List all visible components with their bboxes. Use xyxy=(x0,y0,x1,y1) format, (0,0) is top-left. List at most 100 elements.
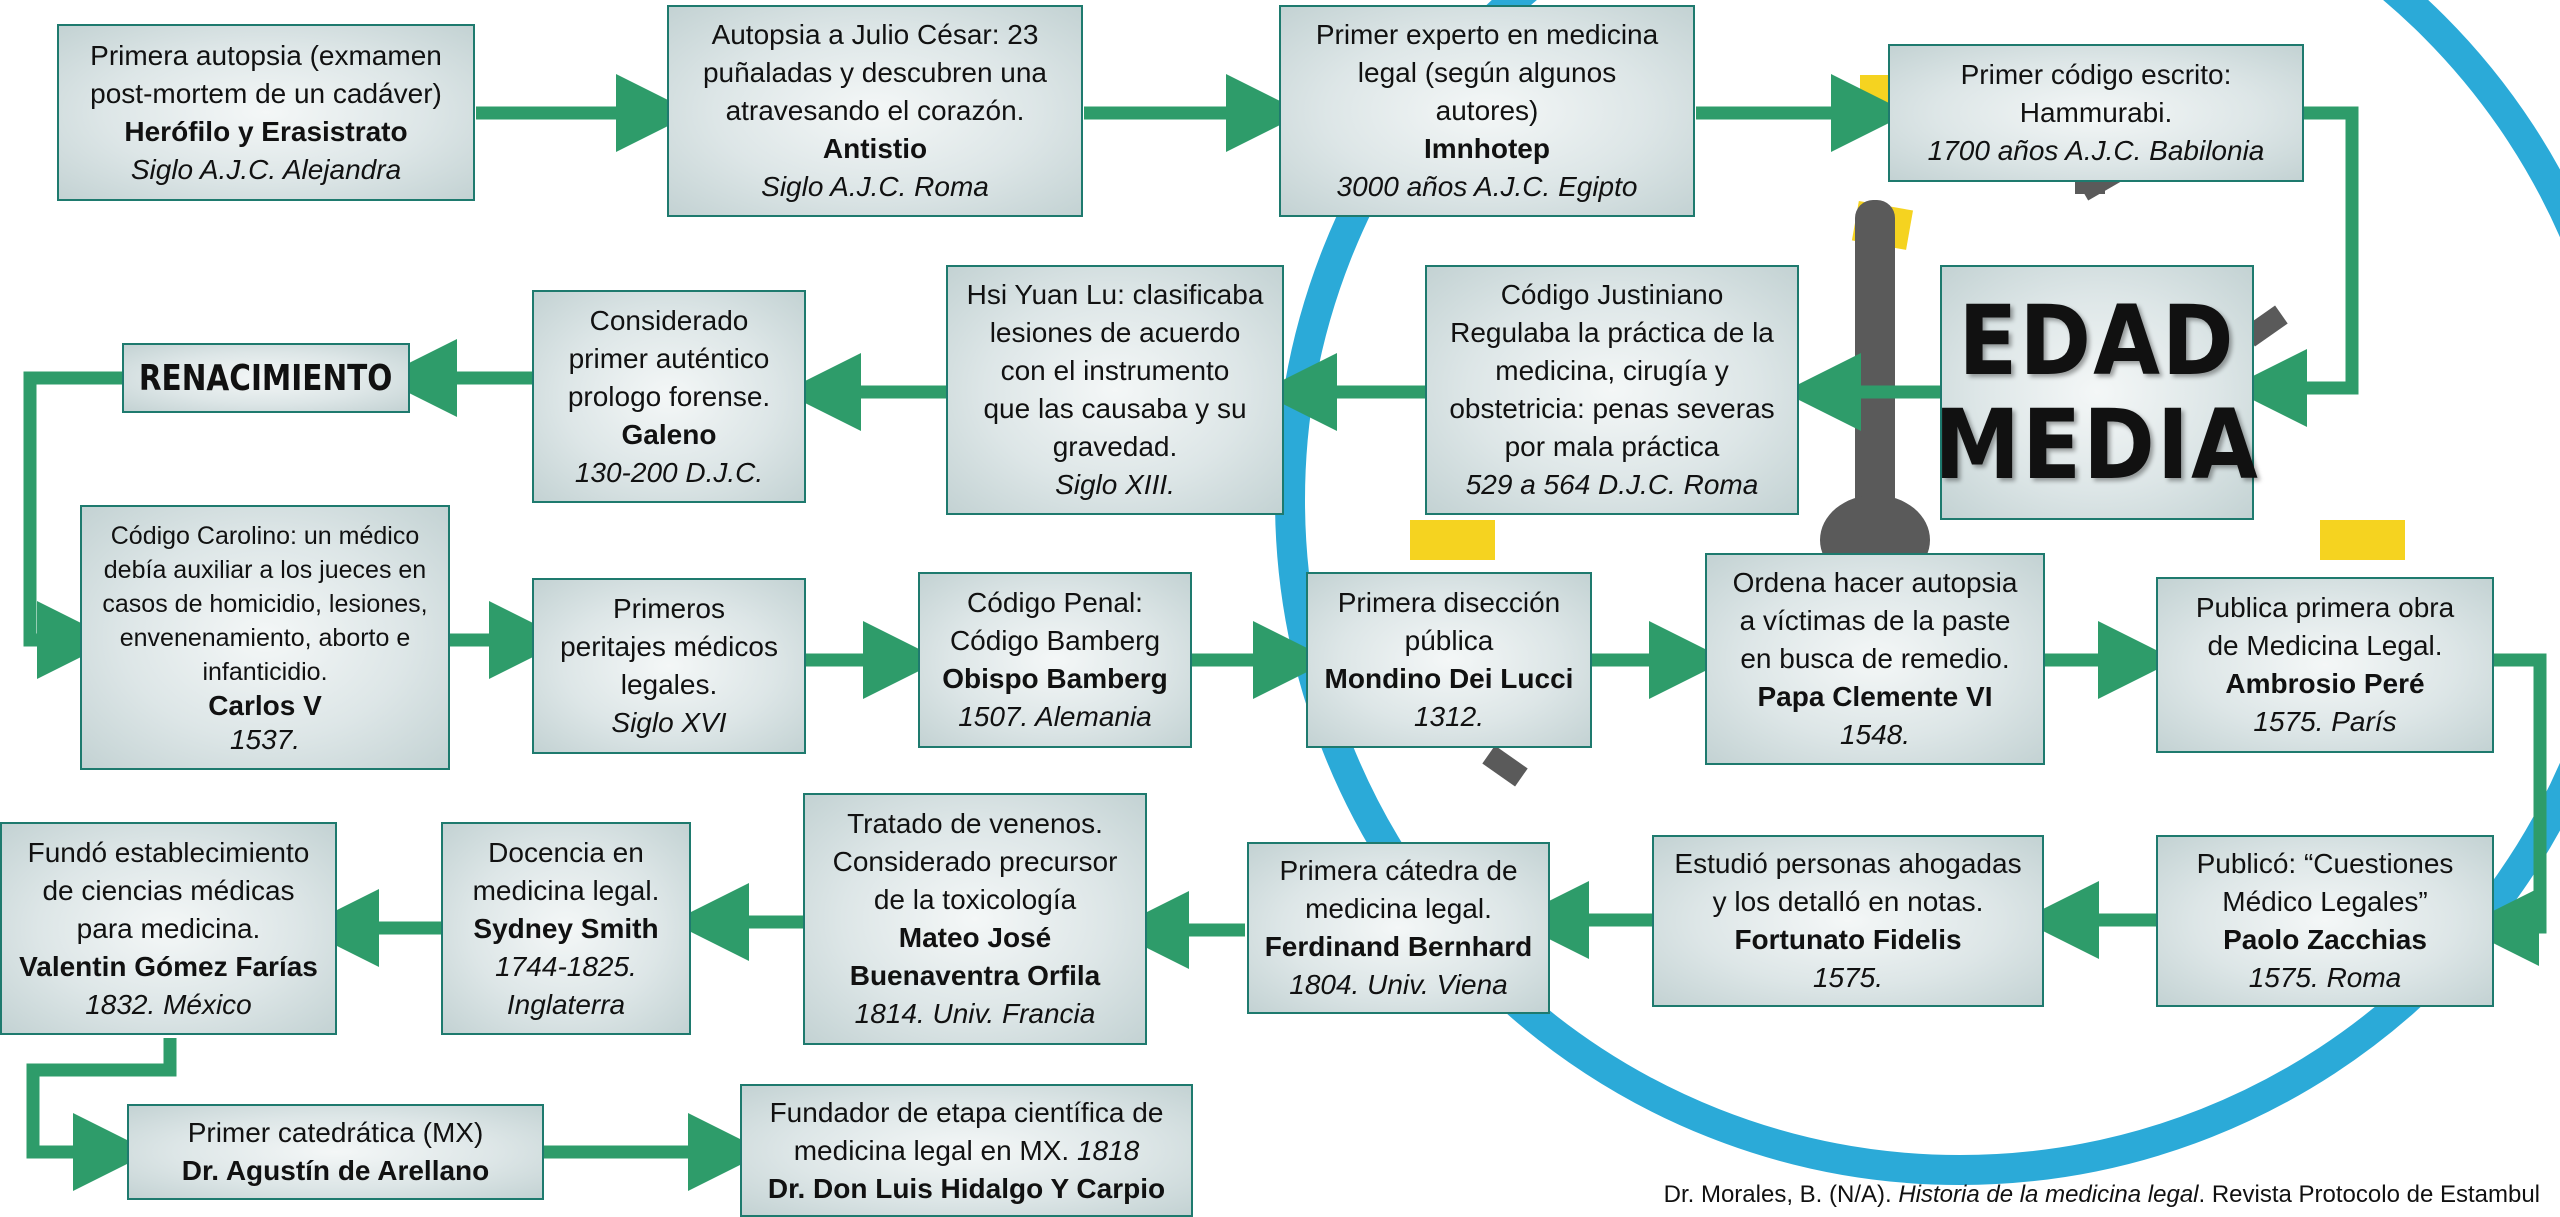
event-text: prologo forense. xyxy=(567,380,771,412)
event-text: Hammurabi. xyxy=(2019,97,2173,128)
event-date: 1507. Alemania xyxy=(958,701,1152,732)
event-text-line2: medicina legal en MX. 1818 xyxy=(794,1132,1140,1170)
citation-title: Historia de la medicina legal xyxy=(1898,1181,2199,1208)
event-text: a víctimas de la paste xyxy=(1739,605,2011,636)
event-text: infanticidio. xyxy=(202,657,328,686)
event-box-arellano: Primer catedrática (MX) Dr. Agustín de A… xyxy=(127,1104,544,1200)
event-text: medicina legal en MX. xyxy=(793,1134,1070,1166)
event-text: para medicina. xyxy=(76,912,261,944)
event-date: 1832. México xyxy=(85,988,252,1020)
event-text: en busca de remedio. xyxy=(1740,643,2010,674)
clock-circle xyxy=(1275,0,2560,1185)
event-name: Imnhotep xyxy=(1424,133,1550,164)
event-text: medicina legal. xyxy=(472,874,660,906)
event-date: 1575. París xyxy=(2253,706,2397,737)
event-box-justiniano: Código Justiniano Regulaba la práctica d… xyxy=(1425,265,1799,515)
event-date: 529 a 564 D.J.C. Roma xyxy=(1465,469,1759,500)
event-text: Primera disección xyxy=(1337,587,1561,618)
event-name: Mondino Dei Lucci xyxy=(1324,663,1574,694)
event-box-carlos: Código Carolino: un médico debía auxilia… xyxy=(80,505,450,770)
clock-marker xyxy=(1410,520,1495,560)
clock-tick xyxy=(2075,180,2105,194)
event-text: lesiones de acuerdo xyxy=(989,317,1241,348)
event-name: Dr. Don Luis Hidalgo Y Carpio xyxy=(767,1172,1166,1204)
event-text: obstetricia: penas severas xyxy=(1449,393,1775,424)
event-box-bernhard: Primera cátedra de medicina legal. Ferdi… xyxy=(1247,842,1550,1014)
event-box-zacchias: Publicó: “Cuestiones Médico Legales” Pao… xyxy=(2156,835,2494,1007)
event-text: legal (según algunos xyxy=(1357,57,1617,88)
event-date: Siglo A.J.C. Roma xyxy=(761,171,989,202)
clock-hand xyxy=(1855,200,1895,540)
event-text: por mala práctica xyxy=(1504,431,1720,462)
citation: Dr. Morales, B. (N/A). Historia de la me… xyxy=(1664,1181,2540,1209)
event-name: Valentin Gómez Farías xyxy=(19,950,318,982)
event-date: Siglo XIII. xyxy=(1055,469,1175,500)
event-date: 1575. Roma xyxy=(2248,962,2402,993)
event-text: Médico Legales” xyxy=(2222,886,2428,917)
event-text: pública xyxy=(1404,625,1494,656)
title-line2: MEDIA xyxy=(1934,388,2260,501)
event-text: de la toxicología xyxy=(873,884,1077,915)
event-box-orfila: Tratado de venenos. Considerado precurso… xyxy=(803,793,1147,1045)
event-box-pare: Publica primera obra de Medicina Legal. … xyxy=(2156,577,2494,753)
arrow xyxy=(2229,106,2359,427)
event-text: Publicó: “Cuestiones xyxy=(2196,848,2454,879)
event-text: envenenamiento, aborto e xyxy=(119,623,411,652)
event-name: Sydney Smith xyxy=(473,912,659,944)
event-name: Buenaventra Orfila xyxy=(849,960,1101,991)
clock-tick xyxy=(1482,745,1528,787)
title-line1: EDAD xyxy=(1958,284,2236,397)
event-text: Primera autopsia (exmamen xyxy=(90,39,442,71)
event-box-bamberg: Código Penal: Código Bamberg Obispo Bamb… xyxy=(918,572,1192,748)
event-text: Primer experto en medicina xyxy=(1315,19,1659,50)
event-box-fidelis: Estudió personas ahogadas y los detalló … xyxy=(1652,835,2044,1007)
event-date: 1804. Univ. Viena xyxy=(1289,969,1508,1000)
arrow xyxy=(26,1038,177,1191)
event-date: 1814. Univ. Francia xyxy=(854,998,1096,1029)
arrow xyxy=(23,371,122,679)
event-date: 1537. xyxy=(229,723,301,755)
event-box-hsiyuanlu: Hsi Yuan Lu: clasificaba lesiones de acu… xyxy=(946,265,1284,515)
event-text: Primera cátedra de xyxy=(1279,855,1518,886)
event-date: 1312. xyxy=(1413,701,1485,732)
event-text: medicina legal. xyxy=(1305,893,1492,924)
event-text: post-mortem de un cadáver) xyxy=(90,77,442,109)
event-text: puñaladas y descubren una xyxy=(702,57,1048,88)
event-box-farias: Fundó establecimiento de ciencias médica… xyxy=(0,822,337,1035)
event-text: con el instrumento xyxy=(1000,355,1230,386)
event-text: Tratado de venenos. xyxy=(847,808,1103,839)
event-text: Hsi Yuan Lu: clasificaba xyxy=(966,279,1264,310)
event-date: 1548. xyxy=(1839,719,1911,750)
event-date: 1575. xyxy=(1812,962,1884,993)
event-text: Primer código escrito: xyxy=(1960,59,2232,90)
event-name: Antistio xyxy=(822,133,928,164)
event-name: Galeno xyxy=(621,418,717,450)
event-box-mondino: Primera disección pública Mondino Dei Lu… xyxy=(1306,572,1592,748)
event-text: casos de homicidio, lesiones, xyxy=(102,589,428,618)
event-text: Publica primera obra xyxy=(2195,592,2455,623)
event-text: y los detalló en notas. xyxy=(1712,886,1984,917)
renacimiento-label: RENACIMIENTO xyxy=(139,357,393,399)
event-text: legales. xyxy=(620,669,718,700)
event-name: Dr. Agustín de Arellano xyxy=(181,1155,490,1186)
event-date: 1744-1825. xyxy=(495,950,637,982)
event-year: 1818 xyxy=(1076,1134,1140,1166)
event-text: gravedad. xyxy=(1052,431,1178,462)
event-name: Ferdinand Bernhard xyxy=(1264,931,1533,962)
event-text: de Medicina Legal. xyxy=(2207,630,2443,661)
clock-marker xyxy=(2320,520,2405,560)
arrow xyxy=(2461,653,2547,966)
event-date: 1700 años A.J.C. Babilonia xyxy=(1927,135,2265,166)
event-text: Regulaba la práctica de la xyxy=(1450,317,1774,348)
event-box-clemente: Ordena hacer autopsia a víctimas de la p… xyxy=(1705,553,2045,765)
event-box-herofilo: Primera autopsia (exmamen post-mortem de… xyxy=(57,24,475,201)
citation-prefix: Dr. Morales, B. (N/A). xyxy=(1663,1181,1892,1208)
event-text: Código Carolino: un médico xyxy=(110,521,420,550)
event-name: Carlos V xyxy=(208,689,322,721)
event-date: Siglo A.J.C. Alejandra xyxy=(130,153,402,185)
event-box-hidalgo: Fundador de etapa científica de medicina… xyxy=(740,1084,1193,1217)
event-text: que las causaba y su xyxy=(983,393,1247,424)
event-text: peritajes médicos xyxy=(560,631,778,662)
event-text: Fundó establecimiento xyxy=(27,836,310,868)
